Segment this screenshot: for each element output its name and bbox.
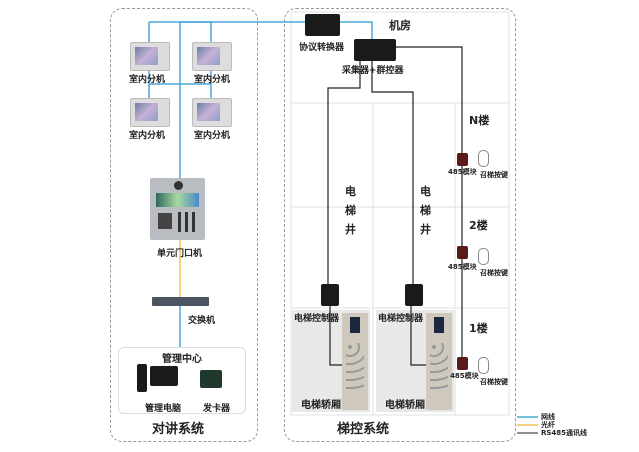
floor-label: N楼 [469,114,490,127]
indoor-unit-icon [130,42,170,71]
card-issuer-icon [200,370,222,388]
elevator-system-box [284,8,516,442]
indoor-unit-icon [130,98,170,127]
floor-label: 2楼 [469,219,488,232]
floor-label: 1楼 [469,322,488,335]
legend-lines [517,416,538,434]
indoor-unit-icon [192,42,232,71]
management-title: 管理中心 [162,354,202,365]
rs485-module-label: 485模块 [448,168,477,176]
elevator-controller-icon [321,284,339,306]
rs485-module-label: 485模块 [450,372,479,380]
call-button-icon [478,357,489,374]
indoor-unit-label: 室内分机 [129,75,166,85]
elevator-system-title: 梯控系统 [337,422,390,437]
legend-rs485: RS485通讯线 [541,429,588,437]
elevator-car-label: 电梯轿厢 [301,400,341,411]
call-button-icon [478,248,489,265]
management-center-box [118,347,246,414]
call-button-label: 召梯按键 [480,171,508,179]
rs485-lines [327,46,463,366]
protocol-converter-icon [305,14,340,36]
intercom-system-title: 对讲系统 [152,422,205,437]
elevator-controller-icon [405,284,423,306]
switch-label: 交换机 [188,316,216,326]
elevator-car-label: 电梯轿厢 [385,400,425,411]
floor-grid [290,11,510,416]
rs485-module-icon [457,153,468,166]
door-unit-label: 单元门口机 [157,249,203,259]
network-lines [148,21,373,347]
indoor-unit-label: 室内分机 [129,131,166,141]
car-panel-icon [426,313,452,410]
indoor-unit-label: 室内分机 [194,75,231,85]
legend-fiber: 光纤 [541,421,555,429]
indoor-unit-label: 室内分机 [194,131,231,141]
rs485-module-icon [457,246,468,259]
call-button-icon [478,150,489,167]
call-button-label: 召梯按键 [480,378,508,386]
pc-tower-icon [137,364,147,392]
elevator-controller-label: 电梯控制器 [294,314,340,324]
collector-icon [354,39,396,61]
machine-room-label: 机房 [389,19,411,32]
legend-network: 网线 [541,413,555,421]
pc-monitor-icon [150,366,178,386]
shaft-label: 电梯井 [345,185,356,236]
door-unit-icon [150,178,205,240]
car-panel-icon [342,313,368,410]
pc-label: 管理电脑 [145,404,182,414]
rs485-module-icon [457,357,468,370]
card-issuer-label: 发卡器 [203,404,231,414]
elevator-controller-label: 电梯控制器 [378,314,424,324]
switch-icon [152,297,209,306]
call-button-label: 召梯按键 [480,269,508,277]
protocol-converter-label: 协议转换器 [299,43,345,53]
intercom-system-box [110,8,258,442]
indoor-unit-icon [192,98,232,127]
shaft-label: 电梯井 [420,185,431,236]
rs485-module-label: 485模块 [448,263,477,271]
collector-label: 采集器+群控器 [342,66,404,76]
